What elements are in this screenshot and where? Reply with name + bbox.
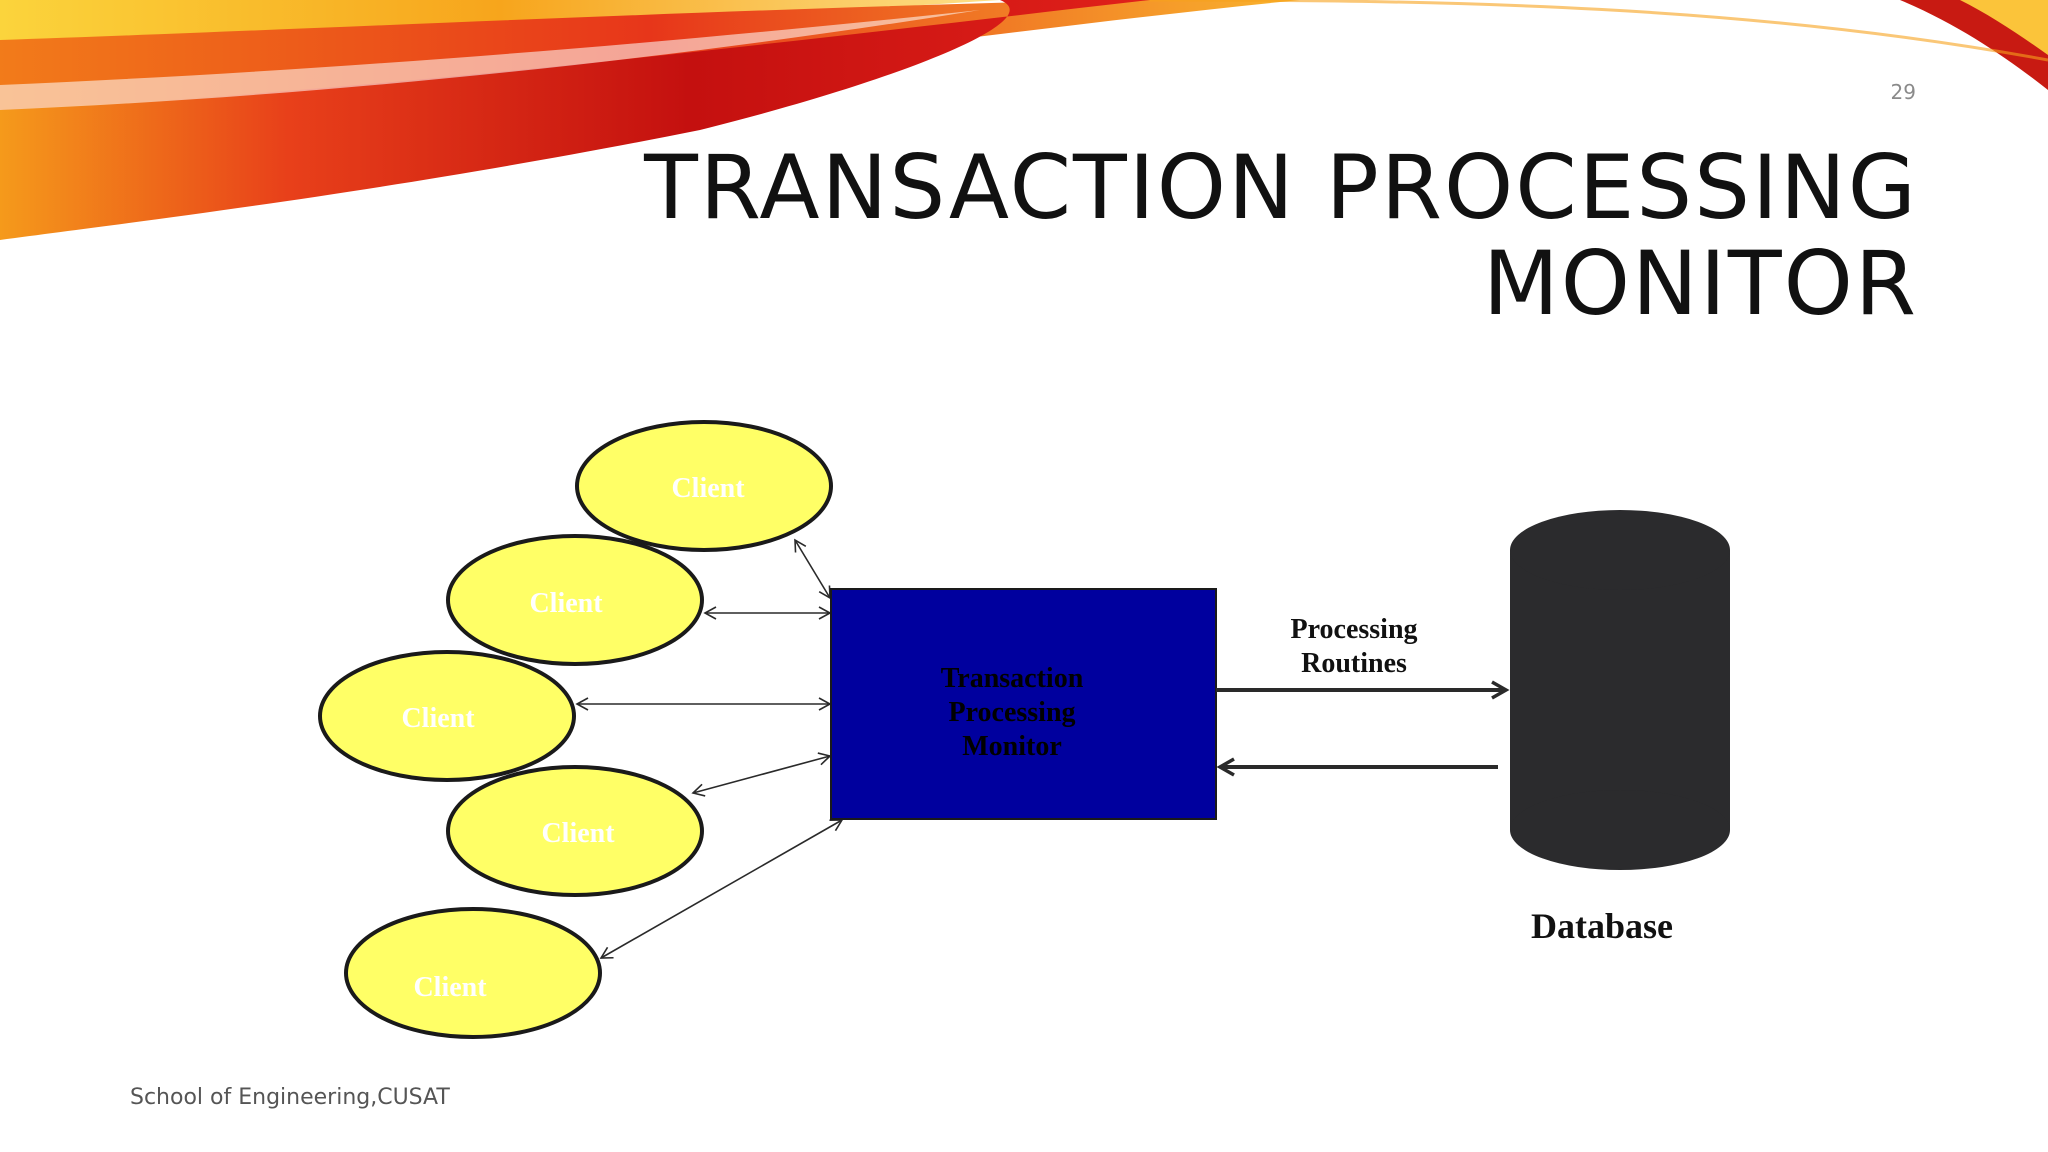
client-label: Client [529,588,603,619]
swoosh-white-streak [0,10,980,110]
swoosh-right-yellow [1960,0,2048,55]
swoosh-top-line [1149,0,2048,62]
database-label: Database [1531,906,1673,946]
client-label: Client [541,818,615,849]
slide-number: 29 [1890,80,1916,104]
monitor-label-line-1: Transaction [941,663,1084,694]
client-node-5: Client [344,907,602,1039]
title-line-1: TRANSACTION PROCESSING [644,136,1918,239]
client-node-1: Client [575,420,833,552]
client-node-3: Client [318,650,576,782]
tp-monitor-box: Transaction Processing Monitor [830,588,1217,820]
slide-footer: School of Engineering,CUSAT [130,1085,450,1110]
routines-label-line-1: Processing [1290,614,1417,645]
client-label: Client [401,703,475,734]
connector-client-1 [794,538,831,600]
monitor-label-line-2: Processing [948,697,1075,728]
title-line-2: MONITOR [1482,232,1918,335]
client-node-2: Client [446,534,704,666]
client-label: Client [671,473,745,504]
swoosh-red [0,0,1150,240]
monitor-label-line-3: Monitor [962,731,1062,762]
database-cylinder [1510,510,1730,870]
client-node-4: Client [446,765,704,897]
routines-label-line-2: Routines [1301,648,1407,679]
client-label: Client [413,972,487,1003]
slide-title: TRANSACTION PROCESSING MONITOR [518,140,1918,332]
decorative-swoosh [0,0,2048,240]
connector-client-5 [599,819,844,959]
connector-client-4 [691,752,832,797]
